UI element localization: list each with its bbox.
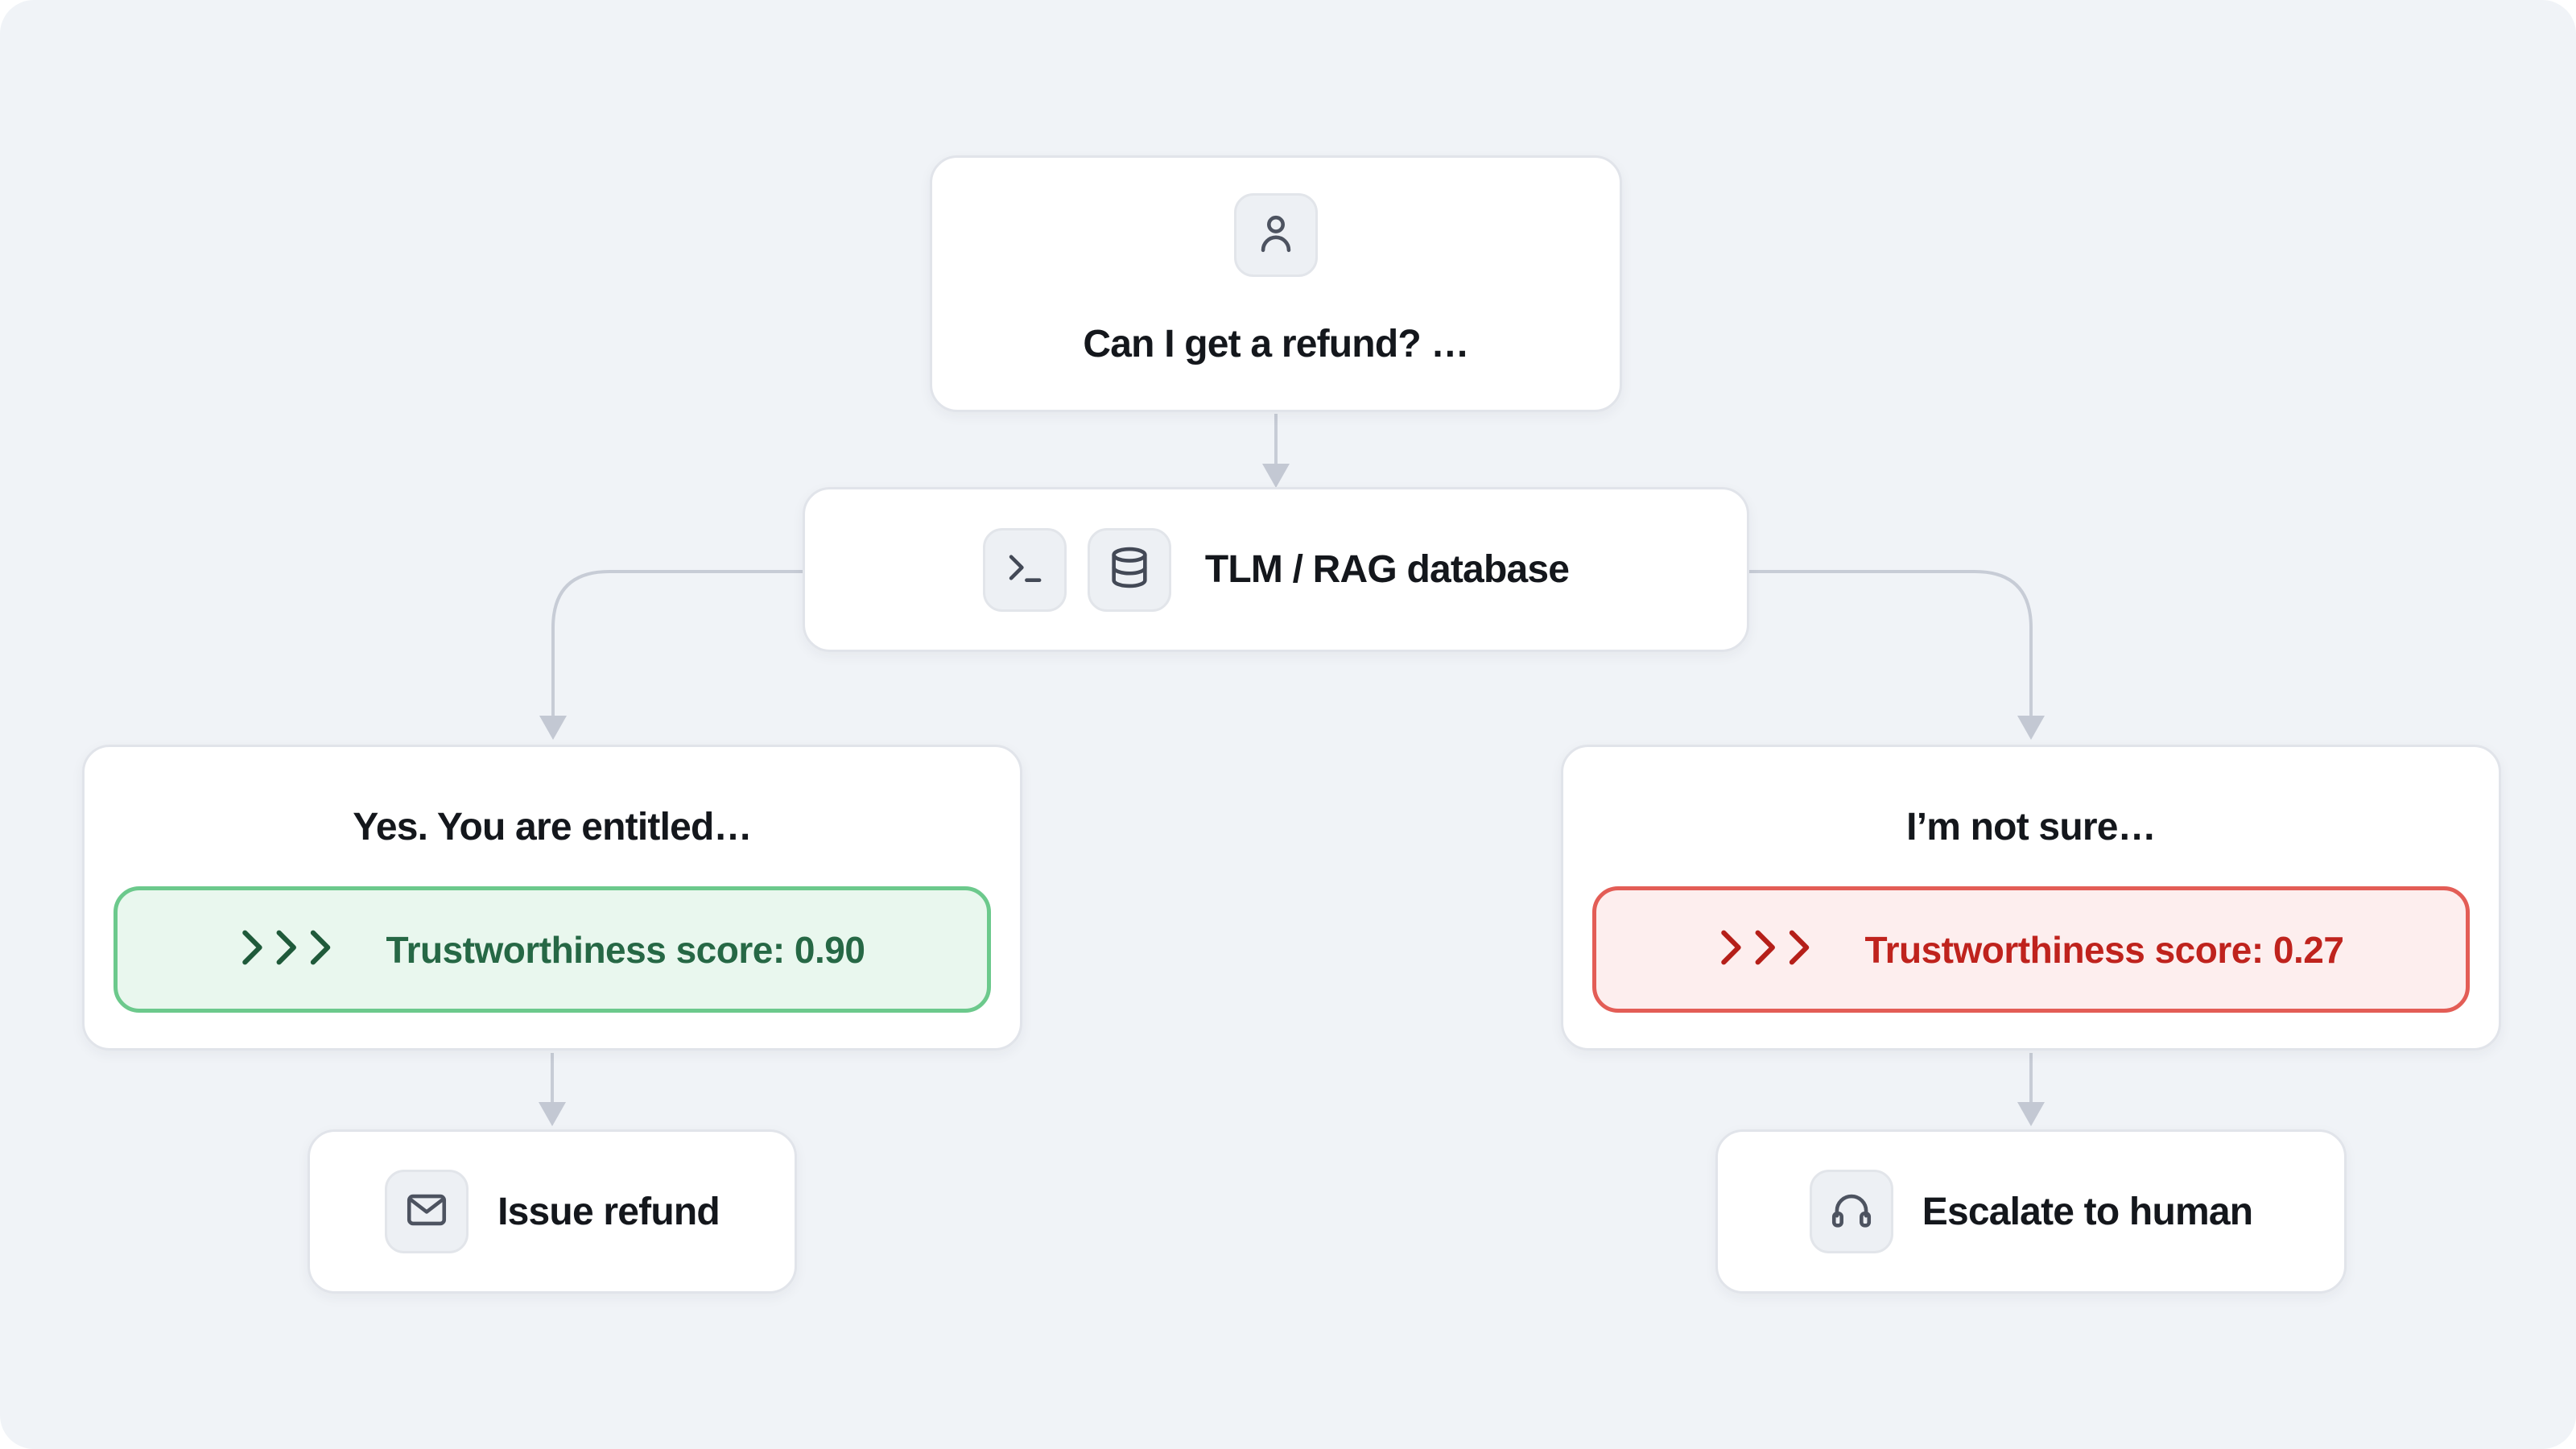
node-user-query: Can I get a refund? … [930,155,1622,412]
node-answer-confident: Yes. You are entitled… Trustworthiness s… [82,745,1022,1051]
node-escalate-human: Escalate to human [1715,1129,2347,1294]
answer-uncertain-label: I’m not sure… [1906,806,2156,848]
database-icon-chip [1087,527,1171,612]
user-query-label: Can I get a refund? … [1083,323,1469,365]
mail-icon-chip [385,1170,469,1253]
tlm-rag-label: TLM / RAG database [1204,548,1570,591]
node-tlm-rag: TLM / RAG database [803,487,1749,652]
user-icon [1253,210,1299,261]
answer-confident-label: Yes. You are entitled… [353,806,752,848]
connector-uncertain-to-escalate [2017,1053,2045,1126]
node-issue-refund: Issue refund [308,1129,797,1294]
headphones-icon [1828,1187,1875,1237]
connector-process-to-uncertain [1749,570,2045,740]
mail-icon [403,1187,450,1237]
connector-process-to-confident [539,570,803,740]
connector-query-to-process [1262,414,1290,488]
headphones-icon-chip [1809,1170,1893,1253]
trust-score-text-low: Trustworthiness score: 0.27 [1864,928,2344,971]
node-answer-uncertain: I’m not sure… Trustworthiness score: 0.2… [1561,745,2501,1051]
connector-confident-to-refund [539,1053,566,1126]
terminal-icon [1001,544,1048,595]
trust-score-badge-high: Trustworthiness score: 0.90 [114,886,991,1013]
trust-score-badge-low: Trustworthiness score: 0.27 [1592,886,2470,1013]
trust-score-text-high: Trustworthiness score: 0.90 [386,928,865,971]
database-icon [1106,544,1153,595]
user-icon-chip [1234,193,1318,277]
triple-chevron-icon [240,927,343,972]
escalate-human-label: Escalate to human [1922,1190,2253,1233]
terminal-icon-chip [982,527,1067,612]
triple-chevron-icon [1719,927,1822,972]
issue-refund-label: Issue refund [497,1190,720,1233]
